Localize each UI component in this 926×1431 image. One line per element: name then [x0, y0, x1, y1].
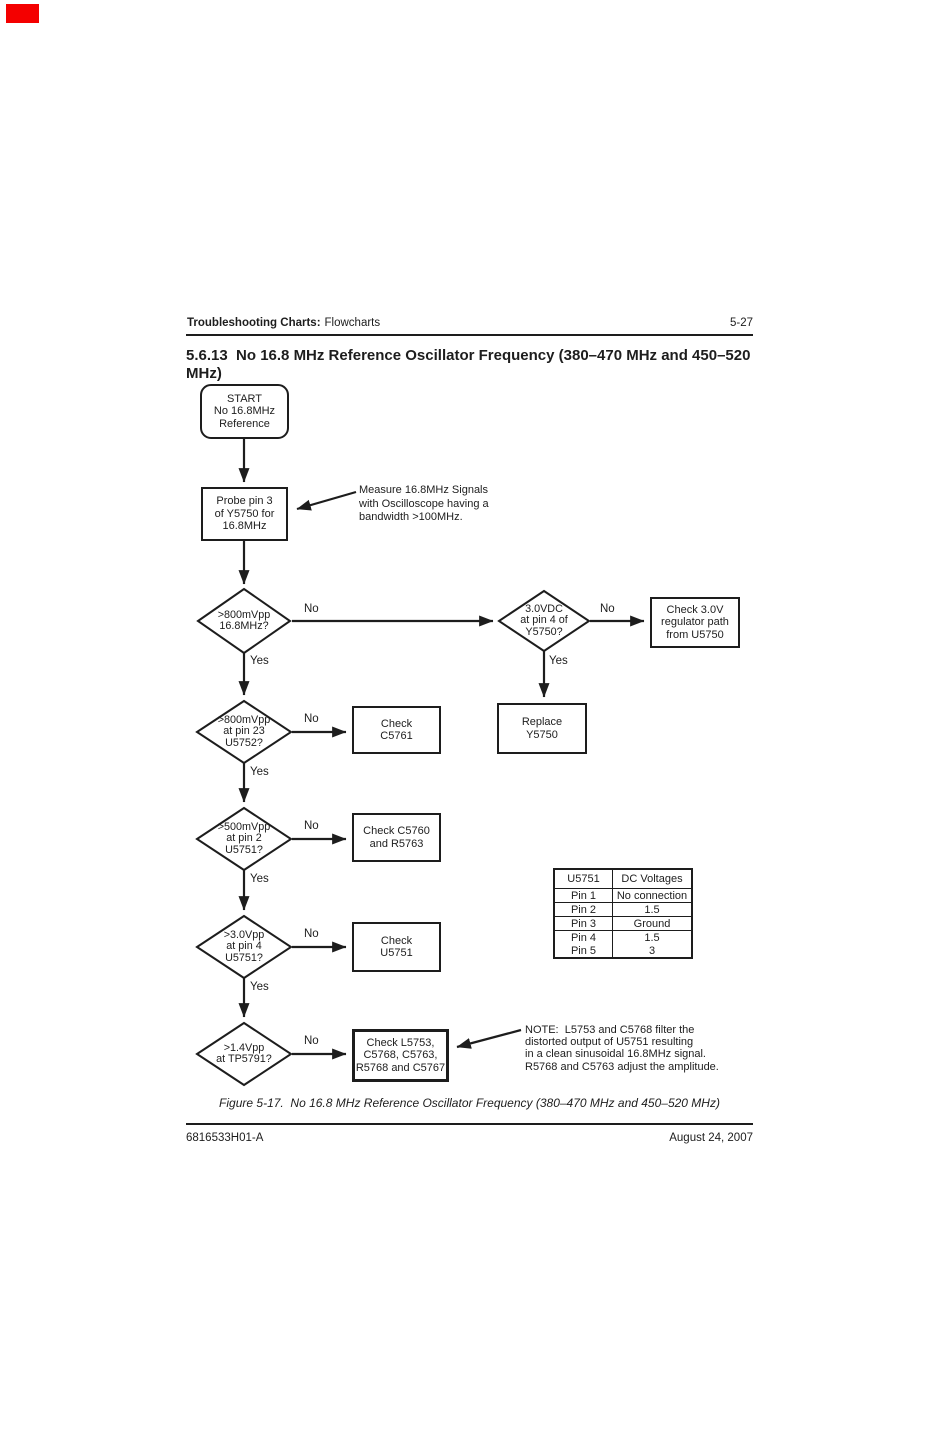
diamond-label-800mvpp-pin23: >800mVpp at pin 23 U5752?	[217, 713, 271, 749]
table-row: Pin 4 1.5	[555, 931, 691, 944]
branch-label-yes: Yes	[549, 655, 568, 667]
table-header-row: U5751 DC Voltages	[555, 870, 691, 889]
branch-label-no: No	[304, 603, 319, 615]
pin-cell: Pin 2	[555, 903, 613, 916]
header-rule	[186, 334, 753, 336]
page-number: 5-27	[729, 317, 753, 329]
branch-label-yes: Yes	[250, 655, 269, 667]
footer-rule	[186, 1123, 753, 1125]
check-c5760-node: Check C5760 and R5763	[352, 813, 441, 862]
voltage-cell: 3	[648, 944, 656, 957]
check-regulator-node: Check 3.0V regulator path from U5750	[650, 597, 740, 648]
pin-cell: Pin 3	[555, 917, 613, 930]
footer-date: August 24, 2007	[669, 1132, 753, 1144]
table-header-component: U5751	[555, 870, 613, 888]
figure-caption: Figure 5-17. No 16.8 MHz Reference Oscil…	[219, 1096, 720, 1110]
section-title: 5.6.13 No 16.8 MHz Reference Oscillator …	[186, 347, 755, 382]
probe-pin3-node: Probe pin 3 of Y5750 for 16.8MHz	[201, 487, 288, 541]
branch-label-no: No	[304, 1035, 319, 1047]
voltage-cell: 1.5	[644, 903, 660, 916]
replace-y5750-node: Replace Y5750	[497, 703, 587, 754]
check-l5753-node: Check L5753, C5768, C5763, R5768 and C57…	[352, 1029, 449, 1082]
pin-cell: Pin 1	[555, 889, 613, 902]
header-breadcrumb: Troubleshooting Charts:Flowcharts	[187, 317, 380, 329]
diamond-label-30vpp-pin4: >3.0Vpp at pin 4 U5751?	[223, 928, 265, 964]
branch-label-no: No	[304, 928, 319, 940]
oscilloscope-annotation: Measure 16.8MHz Signals with Oscilloscop…	[359, 484, 489, 523]
header-breadcrumb-topic: Flowcharts	[324, 317, 381, 329]
branch-label-yes: Yes	[250, 766, 269, 778]
table-row: Pin 5 3	[555, 944, 691, 957]
check-u5751-node: Check U5751	[352, 922, 441, 972]
start-node: START No 16.8MHz Reference	[200, 384, 289, 439]
branch-label-no: No	[304, 713, 319, 725]
filter-note: NOTE: L5753 and C5768 filter the distort…	[525, 1024, 719, 1073]
diamond-label-800mvpp-168: >800mVpp 16.8MHz?	[217, 608, 271, 632]
voltage-cell: No connection	[616, 889, 688, 902]
arrow-filter-note	[456, 1028, 522, 1049]
table-header-voltages: DC Voltages	[621, 873, 683, 885]
dc-voltage-table: U5751 DC Voltages Pin 1 No connection Pi…	[553, 868, 693, 959]
diamond-label-14vpp-tp5791: >1.4Vpp at TP5791?	[216, 1041, 272, 1065]
table-row: Pin 2 1.5	[555, 903, 691, 917]
arrow-oscilloscope-note	[296, 490, 357, 511]
table-row: Pin 1 No connection	[555, 889, 691, 903]
header-breadcrumb-section: Troubleshooting Charts:	[187, 317, 321, 329]
voltage-cell: 1.5	[644, 931, 660, 944]
check-c5761-node: Check C5761	[352, 706, 441, 754]
red-corner-marker	[6, 4, 39, 23]
branch-label-no: No	[600, 603, 615, 615]
pin-cell: Pin 5	[555, 944, 613, 957]
voltage-cell: Ground	[633, 917, 671, 930]
branch-label-yes: Yes	[250, 873, 269, 885]
pin-cell: Pin 4	[555, 931, 613, 944]
branch-label-yes: Yes	[250, 981, 269, 993]
branch-label-no: No	[304, 820, 319, 832]
diamond-label-500mvpp-pin2: >500mVpp at pin 2 U5751?	[217, 820, 271, 856]
table-row: Pin 3 Ground	[555, 917, 691, 931]
footer-doc-number: 6816533H01-A	[186, 1132, 264, 1144]
diamond-label-30vdc: 3.0VDC at pin 4 of Y5750?	[520, 602, 568, 638]
